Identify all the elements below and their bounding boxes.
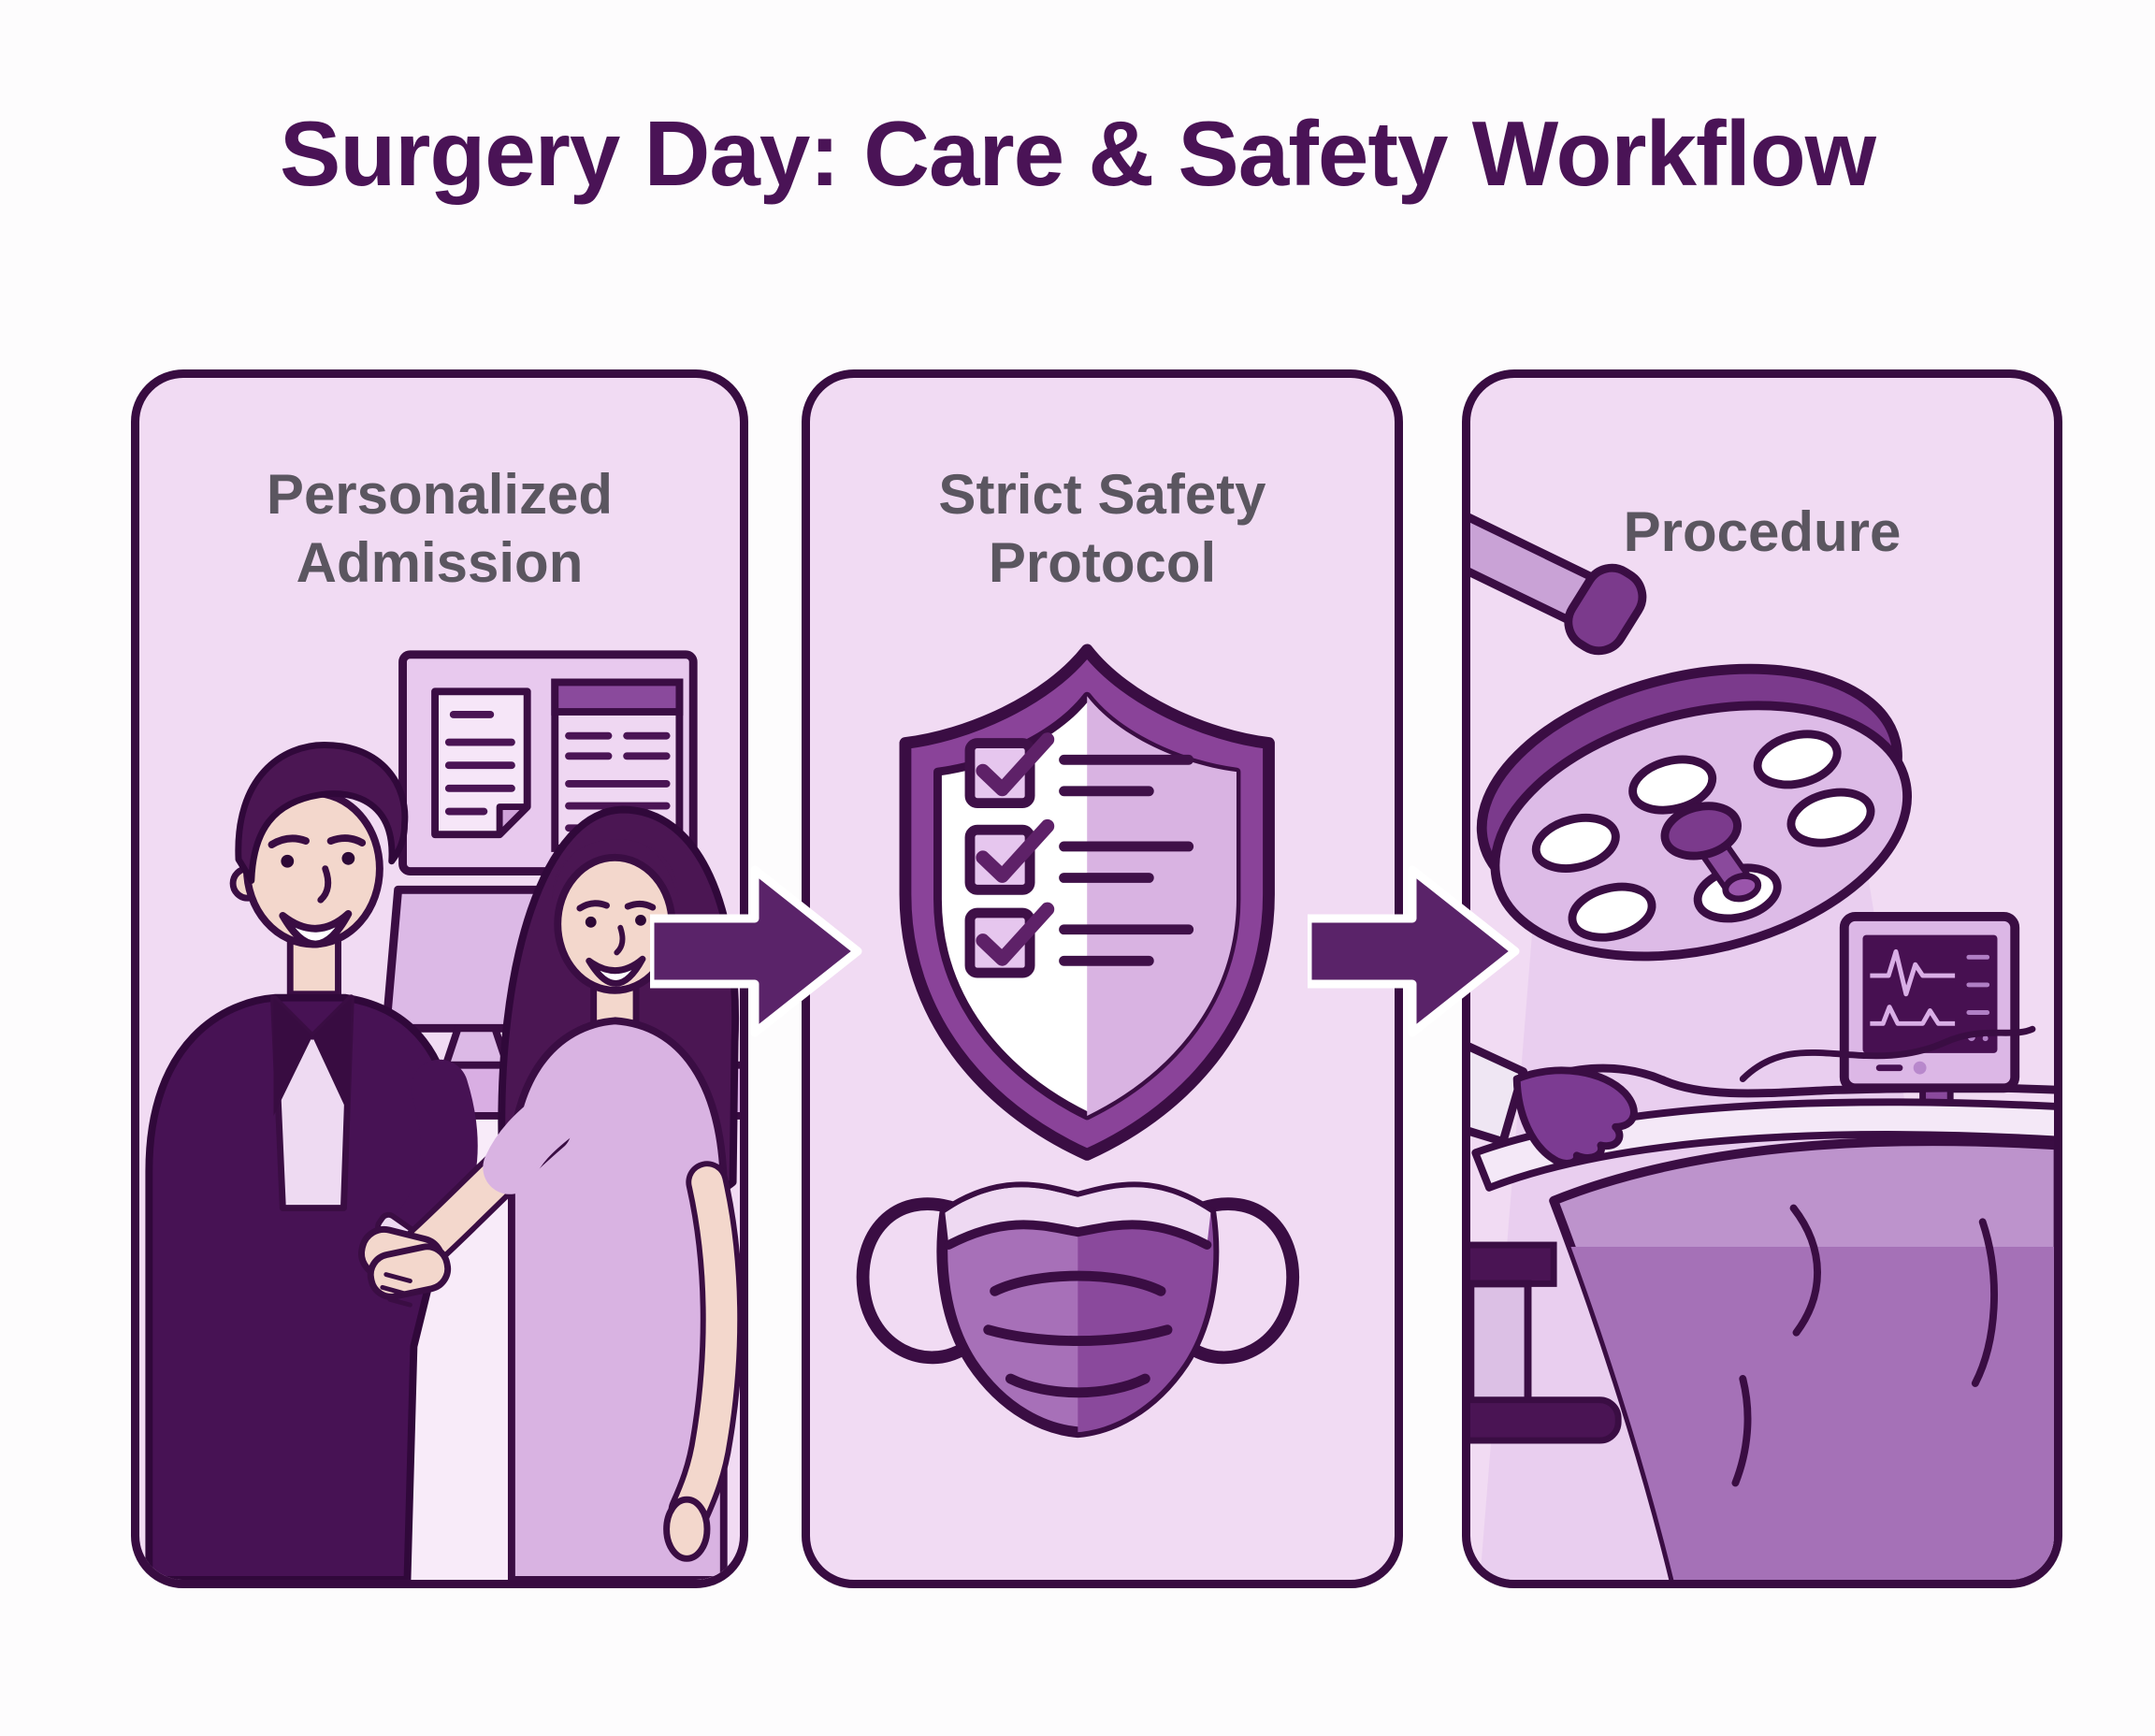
- monitor-cable: [1739, 1025, 2036, 1082]
- ecg-trace: [1870, 948, 1956, 997]
- safety-scene-illustration: [856, 644, 1300, 1439]
- patient-person: [393, 805, 740, 1580]
- flow-arrow-2: [1308, 865, 1520, 1037]
- panel-3-title: Procedure: [1623, 500, 1902, 563]
- shield-checklist-icon: [899, 644, 1275, 1161]
- panel-personalized-admission: Personalized Admission: [131, 369, 748, 1588]
- panel-1-title: Personalized Admission: [266, 463, 614, 595]
- checklist-rows: [964, 732, 1194, 978]
- flow-arrow-1: [650, 865, 862, 1037]
- panel-2-title: Strict Safety Protocol: [938, 463, 1266, 595]
- panel-strict-safety-protocol: Strict Safety Protocol: [802, 369, 1403, 1588]
- operating-table-patient: [1470, 1025, 2054, 1580]
- blanket-creases: [1731, 1204, 1998, 1487]
- procedure-scene-illustration: [1470, 514, 2054, 1580]
- staff-person: [145, 742, 478, 1580]
- panel-procedure: Procedure: [1462, 369, 2062, 1588]
- page-title: Surgery Day: Care & Safety Workflow: [280, 102, 1876, 205]
- handshake-icon: [358, 1225, 452, 1308]
- surgical-mask-icon: [856, 1181, 1300, 1439]
- surgical-lamp-icon: [1470, 514, 1912, 962]
- surgeon-gloved-hand-icon: [1470, 1042, 1638, 1167]
- ecg-trace: [1870, 1005, 1956, 1026]
- admission-scene-illustration: [145, 650, 740, 1580]
